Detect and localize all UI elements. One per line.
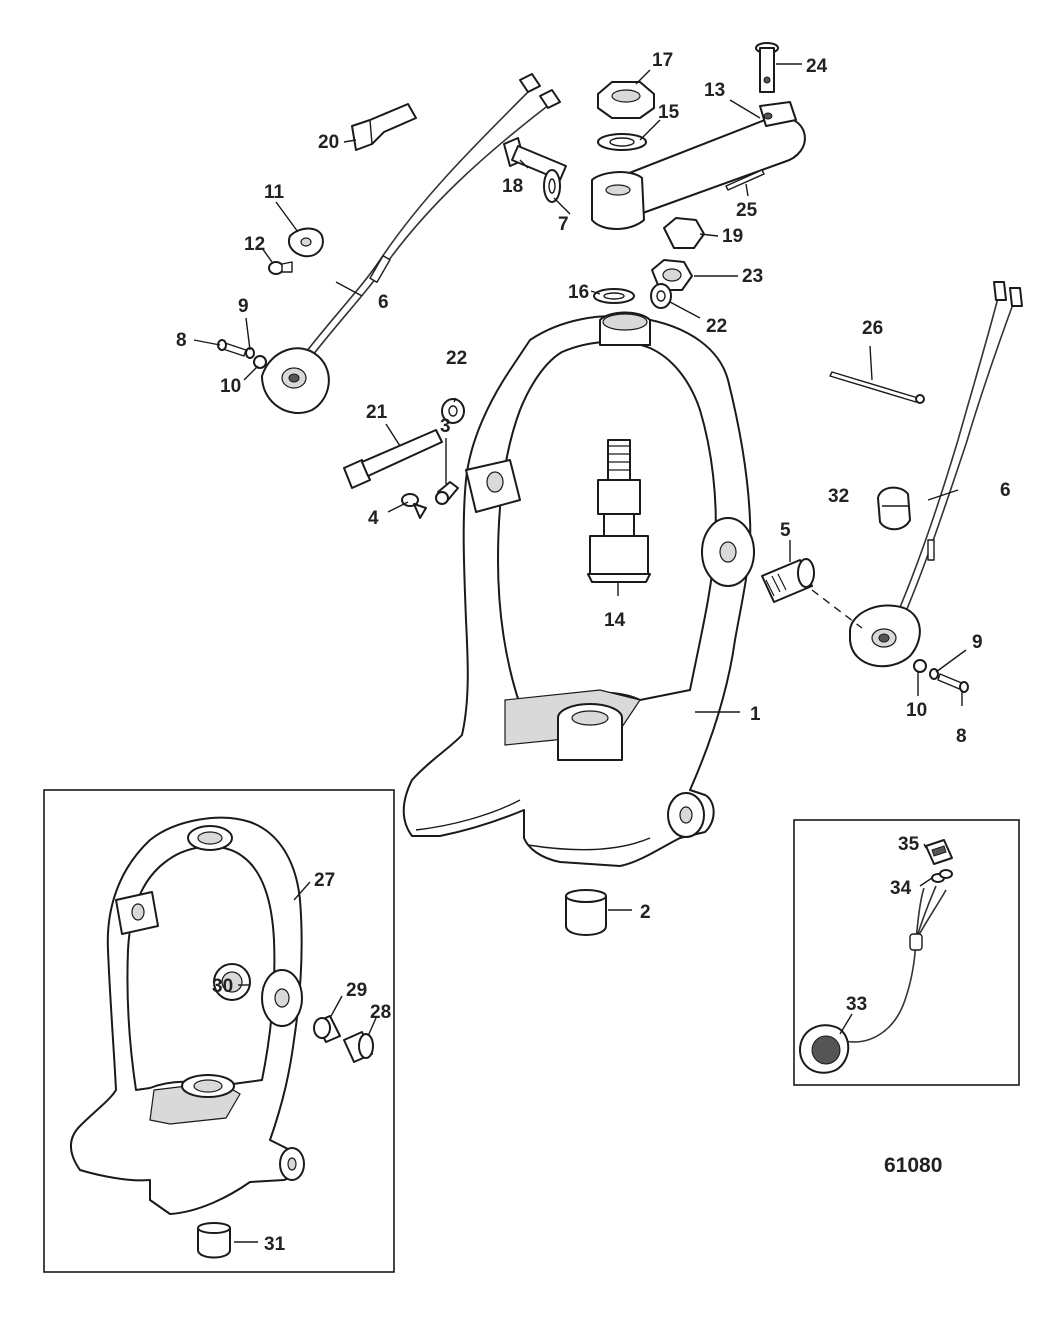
callout-19: 19 xyxy=(722,226,743,247)
callout-labels: 1 2 3 4 5 6 6 7 8 8 9 9 10 10 11 12 13 1… xyxy=(176,50,1011,1255)
callout-6-right: 6 xyxy=(1000,480,1011,501)
washer-22-upper xyxy=(650,283,672,309)
callout-27: 27 xyxy=(314,870,335,891)
callout-6-left: 6 xyxy=(378,292,389,313)
callout-10-right: 10 xyxy=(906,700,927,721)
connector-35 xyxy=(925,839,953,865)
washer-22-left xyxy=(441,398,465,424)
callout-9-right: 9 xyxy=(972,632,983,653)
swivel-bracket-main xyxy=(402,311,755,867)
callout-35: 35 xyxy=(898,834,920,855)
callout-24: 24 xyxy=(806,56,828,77)
callout-2: 2 xyxy=(640,902,651,923)
leader-lines xyxy=(193,63,967,1243)
callout-20: 20 xyxy=(318,132,339,153)
callout-10-left: 10 xyxy=(220,376,241,397)
callout-25: 25 xyxy=(736,200,758,221)
callout-30: 30 xyxy=(212,976,233,997)
callout-1: 1 xyxy=(750,704,761,725)
assembly-line-right xyxy=(811,589,863,629)
spacer-10-right xyxy=(913,659,927,673)
callout-22-right: 22 xyxy=(706,316,727,337)
bushing-31 xyxy=(197,1222,231,1259)
callout-17: 17 xyxy=(652,50,673,71)
inset-frame-sensor-harness xyxy=(793,819,1020,1086)
spacer-10-left xyxy=(253,355,267,369)
callout-26: 26 xyxy=(862,318,883,339)
screw-8-right xyxy=(937,673,969,693)
screw-12 xyxy=(268,261,293,275)
retainer-11 xyxy=(288,227,324,258)
callout-5: 5 xyxy=(780,520,791,541)
callout-8-left: 8 xyxy=(176,330,187,351)
tie-strap-26 xyxy=(829,371,925,404)
trim-sensor-left xyxy=(261,73,561,414)
bushing xyxy=(565,889,607,936)
trim-sensor-right xyxy=(849,281,1023,668)
callout-16: 16 xyxy=(568,282,589,303)
callout-33: 33 xyxy=(846,994,867,1015)
callout-31: 31 xyxy=(264,1234,286,1255)
steering-spindle xyxy=(587,439,651,583)
callout-7: 7 xyxy=(558,214,569,235)
seal-34 xyxy=(931,869,953,883)
callout-32: 32 xyxy=(828,486,849,507)
callout-15: 15 xyxy=(658,102,680,123)
callout-8-right: 8 xyxy=(956,726,967,747)
callout-29: 29 xyxy=(346,980,367,1001)
sensor-bracket-20 xyxy=(351,103,417,151)
swivel-bracket-alternate xyxy=(70,816,305,1215)
callout-13: 13 xyxy=(704,80,725,101)
callout-18: 18 xyxy=(502,176,523,197)
clip-32 xyxy=(877,486,911,531)
locknut-top xyxy=(597,81,655,119)
callout-28: 28 xyxy=(370,1002,391,1023)
callout-14: 14 xyxy=(604,610,626,631)
sensor-bushing-28 xyxy=(343,1031,374,1063)
inset-frame-alternate-bracket xyxy=(43,789,395,1273)
callout-34: 34 xyxy=(890,878,912,899)
washer-7 xyxy=(543,169,561,203)
cotter-pin-25 xyxy=(725,169,765,191)
callout-11: 11 xyxy=(264,182,285,203)
nut-23 xyxy=(651,259,693,291)
callout-21: 21 xyxy=(366,402,388,423)
pivot-pin xyxy=(755,42,779,93)
steering-arm xyxy=(591,101,806,230)
figure-number: 61080 xyxy=(884,1154,942,1177)
grease-fitting-4 xyxy=(401,493,427,519)
callout-22-left: 22 xyxy=(446,348,467,369)
screw-8-left xyxy=(217,339,247,357)
sensor-harness-33 xyxy=(799,885,947,1074)
callout-4: 4 xyxy=(368,508,379,529)
sensor-bushing-5 xyxy=(761,558,815,603)
nut-19 xyxy=(663,217,705,249)
washer-15 xyxy=(597,133,647,151)
callout-12: 12 xyxy=(244,234,265,255)
callout-23: 23 xyxy=(742,266,763,287)
callout-9-left: 9 xyxy=(238,296,249,317)
washer-9-right xyxy=(929,668,939,680)
washer-16 xyxy=(593,288,635,304)
callout-3: 3 xyxy=(440,416,451,437)
fitting-3 xyxy=(435,481,459,505)
bushing-29 xyxy=(313,1015,341,1043)
bolt-21 xyxy=(343,429,443,489)
